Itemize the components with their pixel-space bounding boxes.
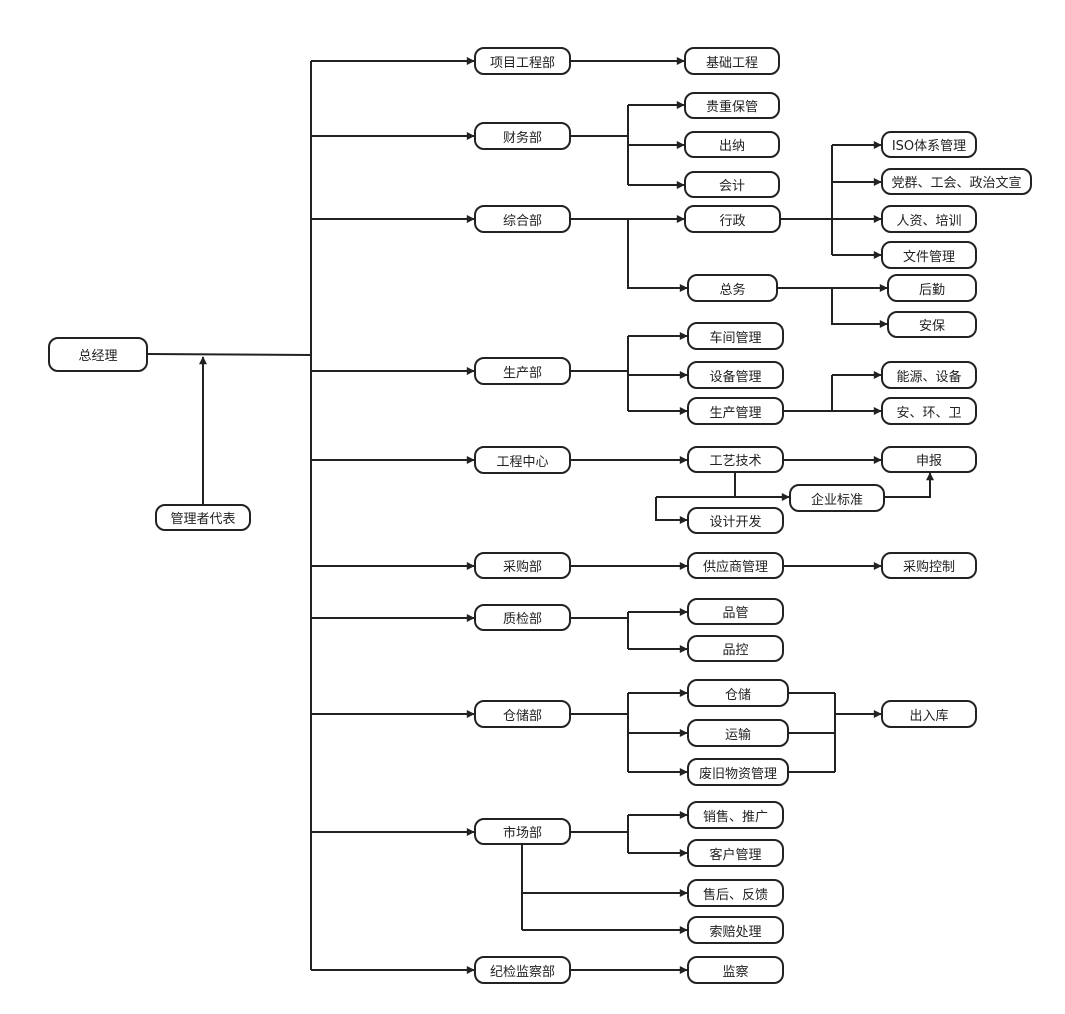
node-safety[interactable]: 安、环、卫	[881, 397, 977, 425]
node-energy[interactable]: 能源、设备	[881, 361, 977, 389]
node-docs[interactable]: 文件管理	[881, 241, 977, 269]
node-hr[interactable]: 人资、培训	[881, 205, 977, 233]
node-supervision[interactable]: 监察	[687, 956, 784, 984]
node-declare[interactable]: 申报	[881, 446, 977, 473]
node-discipline-dept[interactable]: 纪检监察部	[474, 956, 571, 984]
node-logistics[interactable]: 后勤	[887, 274, 977, 302]
node-sales[interactable]: 销售、推广	[687, 801, 784, 829]
node-engineering[interactable]: 工程中心	[474, 446, 571, 474]
node-warehouse[interactable]: 仓储	[687, 679, 789, 707]
node-storage-dept[interactable]: 仓储部	[474, 700, 571, 728]
node-design[interactable]: 设计开发	[687, 507, 784, 534]
node-finance[interactable]: 财务部	[474, 122, 571, 150]
node-valuables[interactable]: 贵重保管	[684, 92, 780, 119]
node-security[interactable]: 安保	[887, 311, 977, 338]
node-foundation[interactable]: 基础工程	[684, 47, 780, 75]
node-aftersales[interactable]: 售后、反馈	[687, 879, 784, 907]
trunk-line	[147, 353, 312, 356]
node-ceo[interactable]: 总经理	[48, 337, 148, 372]
node-quality-control[interactable]: 品控	[687, 635, 784, 662]
node-customer[interactable]: 客户管理	[687, 839, 784, 867]
node-supplier[interactable]: 供应商管理	[687, 552, 784, 579]
node-accounting[interactable]: 会计	[684, 171, 780, 198]
node-cashier[interactable]: 出纳	[684, 131, 780, 158]
node-standards[interactable]: 企业标准	[789, 484, 885, 512]
node-general-services[interactable]: 总务	[687, 274, 778, 302]
node-purchase-control[interactable]: 采购控制	[881, 552, 977, 579]
node-quality-mgmt[interactable]: 品管	[687, 598, 784, 625]
node-production-dept[interactable]: 生产部	[474, 357, 571, 385]
node-market-dept[interactable]: 市场部	[474, 818, 571, 845]
node-mgmt-rep[interactable]: 管理者代表	[155, 504, 251, 531]
node-waste[interactable]: 废旧物资管理	[687, 758, 789, 786]
node-proj[interactable]: 项目工程部	[474, 47, 571, 75]
node-process-tech[interactable]: 工艺技术	[687, 446, 784, 473]
node-admin[interactable]: 行政	[684, 205, 781, 233]
node-production-mgmt[interactable]: 生产管理	[687, 397, 784, 425]
node-inout[interactable]: 出入库	[881, 700, 977, 728]
node-claims[interactable]: 索赔处理	[687, 916, 784, 944]
node-equipment[interactable]: 设备管理	[687, 361, 784, 389]
node-purchasing[interactable]: 采购部	[474, 552, 571, 579]
node-party[interactable]: 党群、工会、政治文宣	[881, 168, 1032, 195]
node-qc-dept[interactable]: 质检部	[474, 604, 571, 631]
node-transport[interactable]: 运输	[687, 719, 789, 747]
node-iso[interactable]: ISO体系管理	[881, 131, 977, 158]
node-workshop[interactable]: 车间管理	[687, 322, 784, 350]
node-general-affairs-dept[interactable]: 综合部	[474, 205, 571, 233]
